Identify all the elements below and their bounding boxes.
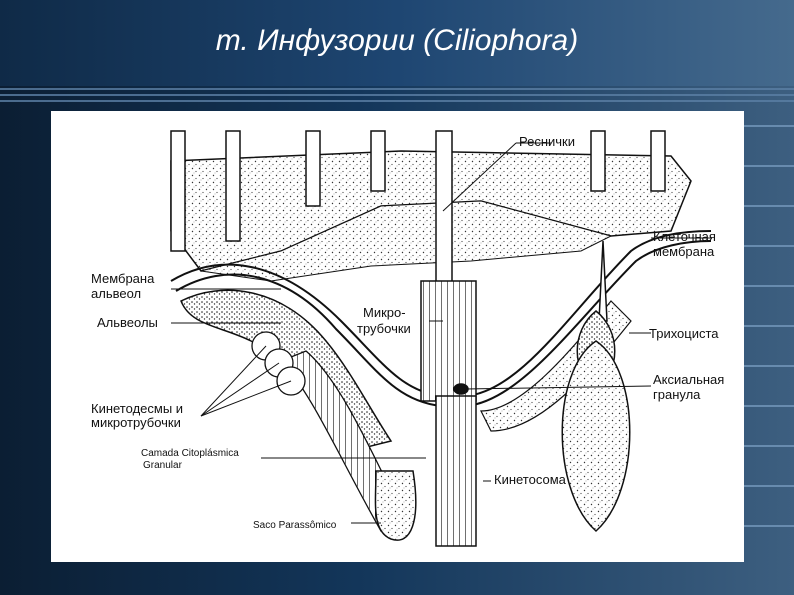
kinetosome-column: [420, 280, 477, 547]
ciliate-pellicle-diagram: Реснички Клеточная мембрана Мембрана аль…: [91, 130, 724, 547]
upper-surface: [170, 150, 692, 282]
label-kinetosome: Кинетосома: [494, 472, 567, 487]
label-kinetodesmata-1: Кинетодесмы и: [91, 401, 183, 416]
diagram-panel: Реснички Клеточная мембрана Мембрана аль…: [51, 111, 744, 562]
label-axial-granule-1: Аксиальная: [653, 372, 724, 387]
slide-title: т. Инфузории (Ciliophora): [215, 24, 579, 57]
trichocyst: [561, 240, 631, 533]
alveolar-membranes: [170, 230, 712, 407]
label-alveoli: Альвеолы: [97, 315, 158, 330]
label-cytoplasm-1: Camada Citoplásmica: [141, 448, 239, 459]
label-axial-granule-2: гранула: [653, 387, 701, 402]
parasomal-sac: [374, 470, 417, 541]
decorative-stripes: [0, 86, 794, 116]
label-microtubules-1: Микро-: [363, 305, 406, 320]
label-cilia: Реснички: [519, 134, 575, 149]
label-alveoli-membrane-1: Мембрана: [91, 271, 155, 286]
label-trichocyst: Трихоциста: [649, 326, 719, 341]
label-microtubules-2: трубочки: [357, 321, 411, 336]
leader-lines: [171, 142, 711, 524]
label-cell-membrane-1: Клеточная: [653, 229, 716, 244]
label-parasomal-sac: Saco Parassômico: [253, 520, 337, 531]
label-kinetodesmata-2: микротрубочки: [91, 415, 181, 430]
labels: Реснички Клеточная мембрана Мембрана аль…: [91, 134, 724, 531]
label-cell-membrane-2: мембрана: [653, 244, 715, 259]
label-alveoli-membrane-2: альвеол: [91, 286, 141, 301]
label-cytoplasm-2: Granular: [143, 460, 183, 471]
title-bar: т. Инфузории (Ciliophora): [0, 0, 794, 86]
